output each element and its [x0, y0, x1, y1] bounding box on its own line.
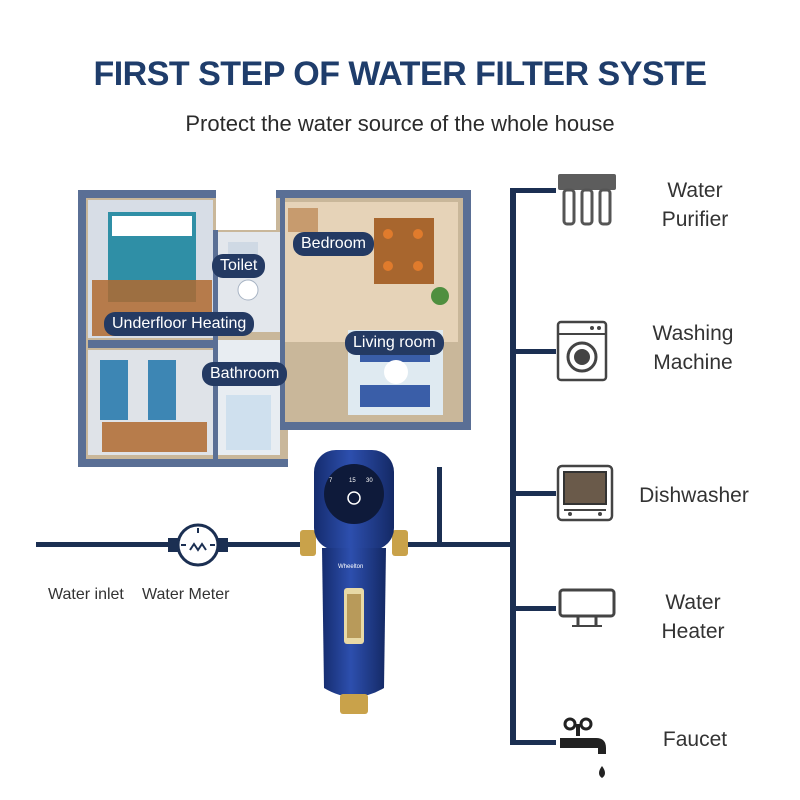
- room-label-bedroom: Bedroom: [293, 232, 374, 256]
- appliance-label-water-purifier: Water Purifier: [640, 176, 750, 234]
- branch-purifier: [510, 188, 556, 193]
- house-feed-pipe: [437, 418, 442, 546]
- water-inlet-label: Water inlet: [48, 586, 124, 603]
- filter-brand: Wheelton: [338, 564, 364, 570]
- water-filter-icon: [300, 450, 408, 714]
- washing-machine-icon: [556, 320, 608, 382]
- branch-washing: [510, 349, 556, 354]
- appliance-label-line2: Purifier: [661, 208, 729, 231]
- dishwasher-icon: [556, 464, 614, 522]
- branch-heater: [510, 606, 556, 611]
- room-label-living-room: Living room: [345, 331, 444, 355]
- appliance-label-line1: Washing: [652, 322, 734, 345]
- appliance-label-line1: Water: [667, 179, 723, 202]
- branch-faucet: [510, 740, 556, 745]
- room-label-toilet: Toilet: [212, 254, 266, 278]
- filter-dial-30: 30: [366, 478, 373, 484]
- room-label-bathroom: Bathroom: [202, 362, 288, 386]
- room-label-underfloor-heating: Underfloor Heating: [104, 312, 255, 336]
- house-floor-plan: Bedroom Toilet Underfloor Heating Living…: [78, 190, 471, 467]
- appliance-label-faucet: Faucet: [640, 725, 750, 754]
- filter-dial-7: 7: [329, 478, 333, 484]
- appliance-label-line2: Heater: [661, 620, 725, 643]
- appliance-label-line1: Dishwasher: [639, 484, 749, 507]
- outlet-pipe: [404, 542, 516, 547]
- appliance-label-washing-machine: Washing Machine: [636, 319, 750, 377]
- distribution-trunk: [510, 188, 516, 744]
- page-title: FIRST STEP OF WATER FILTER SYSTE: [93, 55, 707, 93]
- water-filter-unit: 7 15 30 Wheelton: [300, 448, 408, 718]
- water-meter-label: Water Meter: [142, 586, 230, 603]
- faucet-icon: [560, 717, 606, 778]
- filter-dial-15: 15: [349, 478, 356, 484]
- appliance-label-water-heater: Water Heater: [638, 588, 748, 646]
- water-purifier-icon: [558, 174, 616, 226]
- appliance-label-line1: Faucet: [662, 728, 728, 751]
- appliance-label-line1: Water: [665, 591, 721, 614]
- water-heater-icon: [558, 588, 616, 627]
- appliance-label-line2: Machine: [653, 351, 733, 374]
- water-meter-icon: [168, 523, 228, 567]
- page-subtitle: Protect the water source of the whole ho…: [185, 111, 615, 136]
- appliance-label-dishwasher: Dishwasher: [628, 481, 760, 510]
- branch-dishwasher: [510, 491, 556, 496]
